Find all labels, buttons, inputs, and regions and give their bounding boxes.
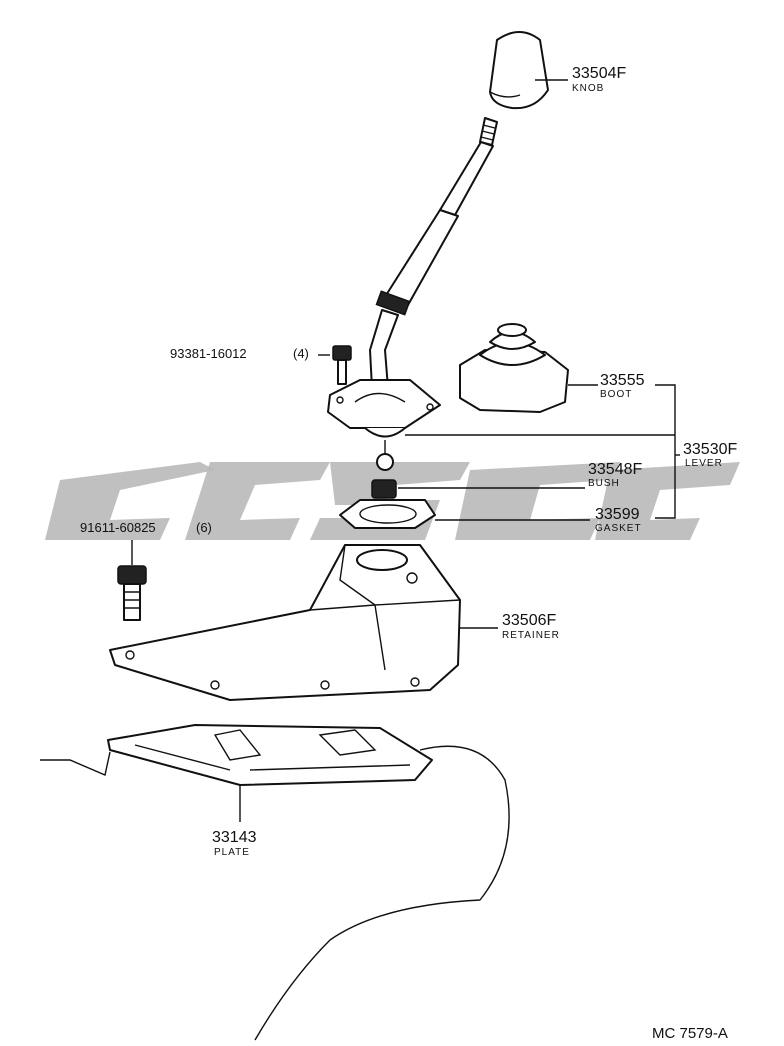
large-bolt-part bbox=[117, 565, 147, 621]
gasket-part bbox=[339, 499, 436, 529]
lever-base bbox=[327, 379, 441, 471]
label-retainer: 33506F RETAINER bbox=[502, 612, 560, 641]
label-bolt-large: 91611-60825 (6) bbox=[80, 520, 212, 535]
bolt-small-qty: (4) bbox=[293, 346, 309, 361]
label-bolt-small: 93381-16012 (4) bbox=[170, 346, 309, 361]
boot-number: 33555 bbox=[600, 372, 645, 389]
bush-part bbox=[371, 479, 397, 499]
bush-number: 33548F bbox=[588, 461, 642, 478]
gasket-number: 33599 bbox=[595, 506, 640, 523]
label-knob: 33504F KNOB bbox=[572, 65, 626, 94]
plate-number: 33143 bbox=[212, 829, 257, 846]
label-bush: 33548F BUSH bbox=[588, 461, 642, 489]
plate-name: PLATE bbox=[214, 847, 250, 858]
bolt-small-number: 93381-16012 bbox=[170, 346, 247, 361]
bush-name: BUSH bbox=[588, 478, 620, 489]
gasket-name: GASKET bbox=[595, 523, 642, 534]
label-boot: 33555 BOOT bbox=[600, 372, 645, 400]
transmission-outline bbox=[40, 745, 510, 1041]
leader-lines bbox=[131, 79, 680, 822]
boot-part bbox=[459, 323, 569, 413]
lever-name: LEVER bbox=[685, 458, 723, 469]
lever-number: 33530F bbox=[683, 441, 737, 458]
knob-part bbox=[489, 31, 549, 110]
knob-name: KNOB bbox=[572, 83, 604, 94]
bolt-large-number: 91611-60825 bbox=[80, 520, 156, 535]
knob-number: 33504F bbox=[572, 65, 626, 82]
retainer-part bbox=[109, 544, 461, 701]
retainer-number: 33506F bbox=[502, 612, 556, 629]
label-plate: 33143 PLATE bbox=[212, 829, 257, 858]
label-gasket: 33599 GASKET bbox=[595, 506, 642, 534]
plate-part bbox=[107, 724, 433, 786]
bolt-large-qty: (6) bbox=[196, 520, 212, 535]
retainer-name: RETAINER bbox=[502, 630, 560, 641]
label-lever: 33530F LEVER bbox=[683, 441, 737, 469]
boot-name: BOOT bbox=[600, 389, 632, 400]
figure-code: MC 7579-A bbox=[652, 1025, 728, 1042]
small-bolt-part bbox=[332, 345, 352, 385]
lever-shaft bbox=[369, 117, 498, 389]
